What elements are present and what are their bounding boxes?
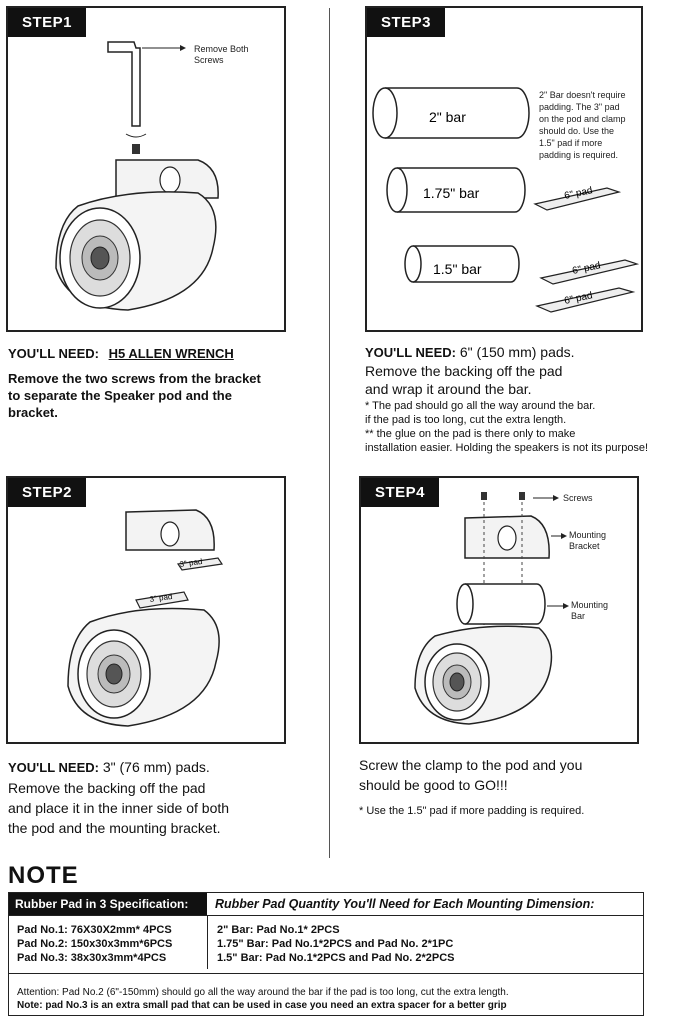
step1-need-value: H5 ALLEN WRENCH [108, 346, 234, 361]
step2-desc-line1: Remove the backing off the pad [8, 780, 206, 796]
note-note-line: Note: pad No.3 is an extra small pad tha… [17, 1000, 507, 1011]
step1-description: Remove the two screws from the bracket t… [8, 370, 261, 421]
step1-need-label: YOU'LL NEED: [8, 346, 99, 361]
step3-desc-line1: Remove the backing off the pad [365, 363, 563, 379]
step4-illustration: Screws Mounting Bracket Mounting Bar [414, 492, 608, 725]
step2-desc-line2: and place it in the inner side of both [8, 800, 230, 816]
step4-panel: STEP4 Screws Mounting Bracket Mounting B… [359, 476, 639, 744]
note-right-rows: 2" Bar: Pad No.1* 2PCS 1.75" Bar: Pad No… [217, 923, 455, 965]
step3-illustration: 2" bar 1.75" bar 1.5" bar 6" pad 6" pad … [372, 87, 640, 313]
step3-tag: STEP3 [367, 8, 446, 37]
step3-bar1: 2" bar [429, 109, 466, 125]
step2-need-value: 3" (76 mm) pads. [102, 759, 210, 775]
step2-illustration: 3" pad 3" pad [67, 509, 224, 727]
step1-label-screws: Screws [194, 55, 224, 65]
note-left-row: Pad No.1: 76X30X2mm* 4PCS [17, 924, 172, 936]
step4-text: Screw the clamp to the pod and you shoul… [359, 755, 664, 821]
step2-pad-top: 3" pad [179, 557, 203, 569]
step3-bar2: 1.75" bar [423, 185, 480, 201]
step1-desc-line2: to separate the Speaker pod and the [8, 388, 232, 403]
step1-panel: STEP1 Remove Both Screws [6, 6, 286, 332]
step1-desc-line1: Remove the two screws from the bracket [8, 371, 261, 386]
step3-note-l5: 1.5" pad if more [539, 138, 602, 148]
allen-wrench-icon [107, 41, 141, 127]
step3-note-l3: on the pod and clamp [539, 114, 626, 124]
note-right-row: 1.5" Bar: Pad No.1*2PCS and Pad No. 2*2P… [217, 952, 455, 964]
step3-small2: if the pad is too long, cut the extra le… [365, 414, 567, 426]
step1-desc-line3: bracket. [8, 405, 58, 420]
step3-small3: ** the glue on the pad is there only to … [365, 428, 576, 440]
step2-text: YOU'LL NEED: 3" (76 mm) pads. Remove the… [8, 757, 323, 838]
step2-pad-bottom: 3" pad [149, 592, 173, 604]
step3-text: YOU'LL NEED: 6" (150 mm) pads. Remove th… [365, 343, 670, 455]
note-table: Rubber Pad in 3 Specification: Rubber Pa… [8, 892, 644, 1016]
note-title: NOTE [8, 862, 79, 889]
step2-panel: STEP2 3" pad 3" pad [6, 476, 286, 744]
note-header-right: Rubber Pad Quantity You'll Need for Each… [215, 897, 595, 911]
step4-label-mounting1: Mounting [569, 530, 606, 540]
step4-desc-line1: Screw the clamp to the pod and you [359, 757, 583, 773]
center-divider [329, 8, 330, 858]
step4-label-bracket: Bracket [569, 541, 600, 551]
step1-illustration: Remove Both Screws [55, 41, 249, 311]
step4-label-mounting2: Mounting [571, 600, 608, 610]
note-left-row: Pad No.2: 150x30x3mm*6PCS [17, 938, 173, 950]
step3-note-l2: padding. The 3" pad [539, 102, 620, 112]
step4-label-bar: Bar [571, 611, 585, 621]
step1-tag: STEP1 [8, 8, 87, 37]
step3-panel: STEP3 2" bar 1.75" bar 1.5" bar 6" pad 6… [365, 6, 643, 332]
step4-small1: * Use the 1.5" pad if more padding is re… [359, 805, 585, 817]
step2-desc-line3: the pod and the mounting bracket. [8, 820, 221, 836]
step4-label-screws: Screws [563, 493, 593, 503]
step3-desc-line2: and wrap it around the bar. [365, 381, 532, 397]
step4-tag: STEP4 [361, 478, 440, 507]
step2-need-label: YOU'LL NEED: [8, 760, 99, 775]
step3-note-l6: padding is required. [539, 150, 618, 160]
note-left-row: Pad No.3: 38x30x3mm*4PCS [17, 952, 167, 964]
step1-need: YOU'LL NEED: H5 ALLEN WRENCH [8, 346, 234, 361]
step1-label-remove: Remove Both [194, 44, 249, 54]
note-header-left: Rubber Pad in 3 Specification: [9, 893, 207, 915]
step3-need-value: 6" (150 mm) pads. [459, 344, 575, 360]
step4-desc-line2: should be good to GO!!! [359, 777, 508, 793]
step3-note-l4: should do. Use the [539, 126, 614, 136]
note-left-rows: Pad No.1: 76X30X2mm* 4PCS Pad No.2: 150x… [17, 923, 172, 965]
step2-tag: STEP2 [8, 478, 87, 507]
step3-small4: installation easier. Holding the speaker… [365, 442, 649, 454]
note-right-row: 1.75" Bar: Pad No.1*2PCS and Pad No. 2*1… [217, 938, 454, 950]
note-attention: Attention: Pad No.2 (6"-150mm) should go… [17, 987, 509, 998]
step3-bar3: 1.5" bar [433, 261, 482, 277]
step3-need-label: YOU'LL NEED: [365, 345, 456, 360]
note-right-row: 2" Bar: Pad No.1* 2PCS [217, 924, 340, 936]
step3-note-l1: 2" Bar doesn't require [539, 90, 625, 100]
step3-small1: * The pad should go all the way around t… [365, 400, 596, 412]
